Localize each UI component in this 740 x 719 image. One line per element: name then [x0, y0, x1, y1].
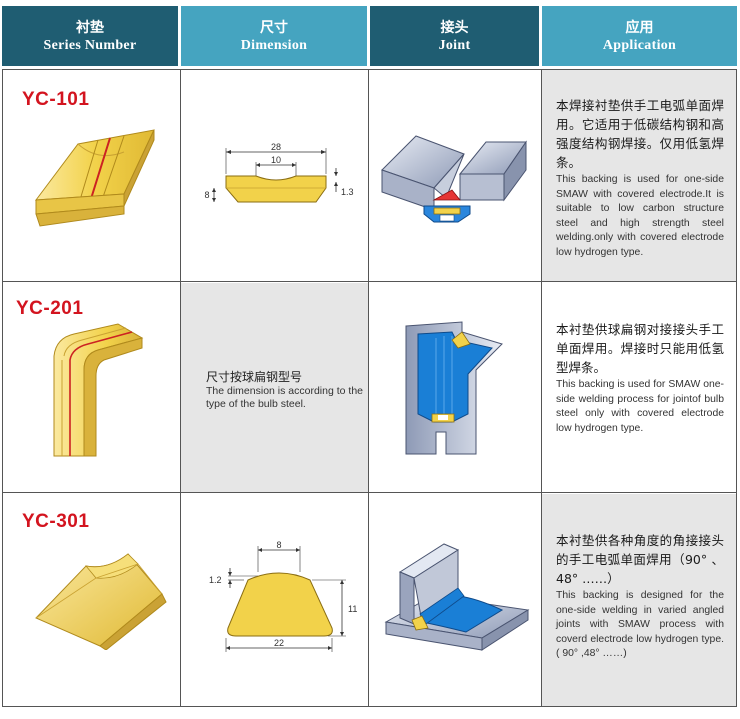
row3-application: 本衬垫供各种角度的角接接头的手工电弧单面焊用（90° 、48° ……） This… — [556, 531, 724, 662]
header-series-zh: 衬垫 — [76, 19, 104, 36]
header-dimension-en: Dimension — [240, 37, 308, 53]
row3-application-zh: 本衬垫供各种角度的角接接头的手工电弧单面焊用（90° 、48° ……） — [556, 533, 724, 586]
dim-height-label: 8 — [204, 190, 209, 200]
header-joint-en: Joint — [438, 37, 471, 53]
model-yc-301: YC-301 — [22, 511, 90, 532]
row2-dimension-note: 尺寸按球扁钢型号 The dimension is according to t… — [206, 370, 366, 411]
yc-201-backing-illustration — [53, 323, 144, 457]
yc-201-joint-illustration — [405, 321, 503, 455]
header-joint: 接头 Joint — [370, 6, 539, 66]
yc-101-joint-illustration — [381, 135, 527, 223]
row1-application: 本焊接衬垫供手工电弧单面焊用。它适用于低碳结构钢和高强度结构钢焊接。仅用低氢焊条… — [556, 96, 724, 261]
dim-groove-label: 10 — [271, 155, 281, 165]
header-dimension: 尺寸 Dimension — [181, 6, 367, 66]
dim-top-label: 28 — [271, 142, 281, 152]
table-frame — [2, 69, 737, 707]
grid-line — [368, 69, 369, 707]
row2-dimension-note-zh: 尺寸按球扁钢型号 — [206, 370, 303, 384]
grid-line — [2, 492, 737, 493]
dim-depth-label: 1.2 — [209, 575, 222, 585]
yc-101-dimension-drawing: 28 10 8 1.3 — [204, 142, 354, 203]
header-application-en: Application — [602, 37, 677, 53]
dim-top-label: 8 — [276, 540, 281, 550]
yc-301-dimension-drawing: 8 1.2 11 22 — [209, 540, 357, 652]
row3-application-cell — [542, 494, 736, 706]
dim-bottom-label: 22 — [274, 638, 284, 648]
row2-application-en: This backing is used for SMAW one-side w… — [556, 379, 724, 434]
row1-application-zh: 本焊接衬垫供手工电弧单面焊用。它适用于低碳结构钢和高强度结构钢焊接。仅用低氢焊条… — [556, 98, 724, 170]
row2-dimension-note-en: The dimension is according to the type o… — [206, 385, 364, 410]
row1-application-en: This backing is used for one-side SMAW w… — [556, 174, 724, 258]
grid-line — [2, 281, 737, 282]
yc-301-joint-illustration — [384, 543, 530, 651]
row2-dimension-cell — [181, 283, 368, 492]
grid-line — [541, 69, 542, 707]
grid-line — [180, 69, 181, 707]
dim-height-label: 11 — [348, 604, 357, 614]
row3-application-en: This backing is designed for the one-sid… — [556, 590, 724, 660]
model-yc-101: YC-101 — [22, 89, 90, 110]
header-application: 应用 Application — [542, 6, 737, 66]
header-dimension-zh: 尺寸 — [260, 19, 288, 36]
model-yc-201: YC-201 — [16, 298, 84, 319]
header-application-zh: 应用 — [625, 19, 654, 36]
dim-depth-label: 1.3 — [341, 187, 354, 197]
header-joint-zh: 接头 — [440, 19, 469, 36]
row1-application-cell — [542, 70, 736, 281]
header-series-number: 衬垫 Series Number — [2, 6, 178, 66]
row2-application: 本衬垫供球扁钢对接接头手工单面焊用。焊接时只能用低氢型焊条。 This back… — [556, 320, 724, 436]
yc-101-backing-illustration — [34, 129, 155, 227]
yc-301-backing-illustration — [35, 553, 167, 650]
row2-application-zh: 本衬垫供球扁钢对接接头手工单面焊用。焊接时只能用低氢型焊条。 — [556, 322, 724, 375]
header-series-en: Series Number — [43, 37, 137, 53]
